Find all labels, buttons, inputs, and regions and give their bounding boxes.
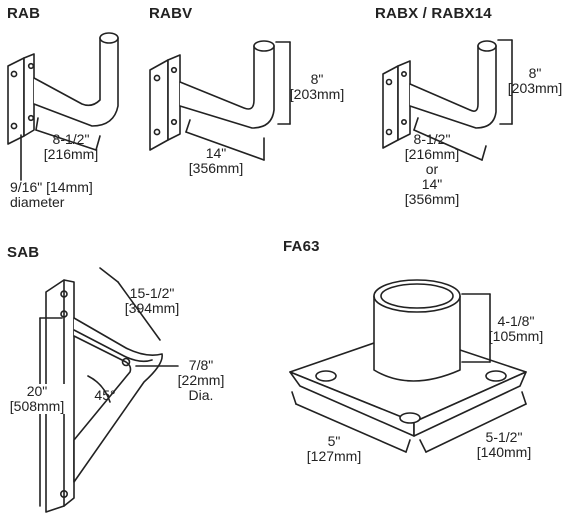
fa63-height-dimension: 4-1/8" [105mm] <box>478 314 554 344</box>
rabx-length-b-inches: 14" <box>421 176 443 192</box>
fa63-width-a-dimension: 5" [127mm] <box>296 434 372 464</box>
sab-arm-dimension: 15-1/2" [394mm] <box>112 286 192 316</box>
fa63-base-drawing <box>289 279 527 453</box>
fa63-height-inches: 4-1/8" <box>497 313 535 329</box>
rabx-bracket-drawing <box>382 39 513 161</box>
rabx-length-b-mm: [356mm] <box>404 191 460 207</box>
sab-title: SAB <box>7 244 40 261</box>
rabv-height-dimension: 8" [203mm] <box>286 72 348 102</box>
rab-length-mm: [216mm] <box>43 146 99 162</box>
rab-length-dimension: 8-1/2" [216mm] <box>32 132 110 162</box>
rab-hole-dimension: 9/16" [14mm] diameter <box>10 180 93 210</box>
fa63-width-a-inches: 5" <box>327 433 341 449</box>
rabx-height-mm: [203mm] <box>507 80 563 96</box>
rab-title: RAB <box>7 5 41 22</box>
rab-hole-description: diameter <box>10 194 65 210</box>
rab-length-inches: 8-1/2" <box>52 131 90 147</box>
rabx-length-a-inches: 8-1/2" <box>413 131 451 147</box>
rabx-height-dimension: 8" [203mm] <box>504 66 566 96</box>
sab-bracket-drawing <box>39 267 179 513</box>
sab-arm-mm: [394mm] <box>124 300 180 316</box>
fa63-width-a-mm: [127mm] <box>306 448 362 464</box>
rabx-height-inches: 8" <box>528 65 542 81</box>
sab-height-dimension: 20" [508mm] <box>2 384 72 414</box>
rabv-length-dimension: 14" [356mm] <box>178 146 254 176</box>
fa63-height-mm: [105mm] <box>488 328 544 344</box>
sab-hole-mm: [22mm] <box>177 372 225 388</box>
sab-height-inches: 20" <box>26 383 48 399</box>
sab-hole-dimension: 7/8" [22mm] Dia. <box>170 358 232 403</box>
rabv-length-inches: 14" <box>205 145 227 161</box>
rabx-title: RABX / RABX14 <box>375 5 492 22</box>
rabx-or: or <box>425 161 439 177</box>
rab-bracket-drawing <box>7 32 119 181</box>
fa63-width-b-inches: 5-1/2" <box>485 429 523 445</box>
fa63-width-b-mm: [140mm] <box>476 444 532 460</box>
sab-hole-inches: 7/8" <box>188 357 214 373</box>
rabv-bracket-drawing <box>149 40 291 161</box>
sab-arm-inches: 15-1/2" <box>129 285 175 301</box>
rab-hole-size: 9/16" [14mm] <box>10 179 93 195</box>
sab-angle-label: 45° <box>94 387 116 403</box>
fa63-width-b-dimension: 5-1/2" [140mm] <box>466 430 542 460</box>
rabx-length-a-mm: [216mm] <box>404 146 460 162</box>
rabv-height-inches: 8" <box>310 71 324 87</box>
fa63-title: FA63 <box>283 238 320 255</box>
rabx-length-dimension: 8-1/2" [216mm] or 14" [356mm] <box>394 132 470 207</box>
rabv-title: RABV <box>149 5 193 22</box>
sab-height-mm: [508mm] <box>9 398 65 414</box>
sab-hole-description: Dia. <box>188 387 214 403</box>
rabv-height-mm: [203mm] <box>289 86 345 102</box>
rabv-length-mm: [356mm] <box>188 160 244 176</box>
